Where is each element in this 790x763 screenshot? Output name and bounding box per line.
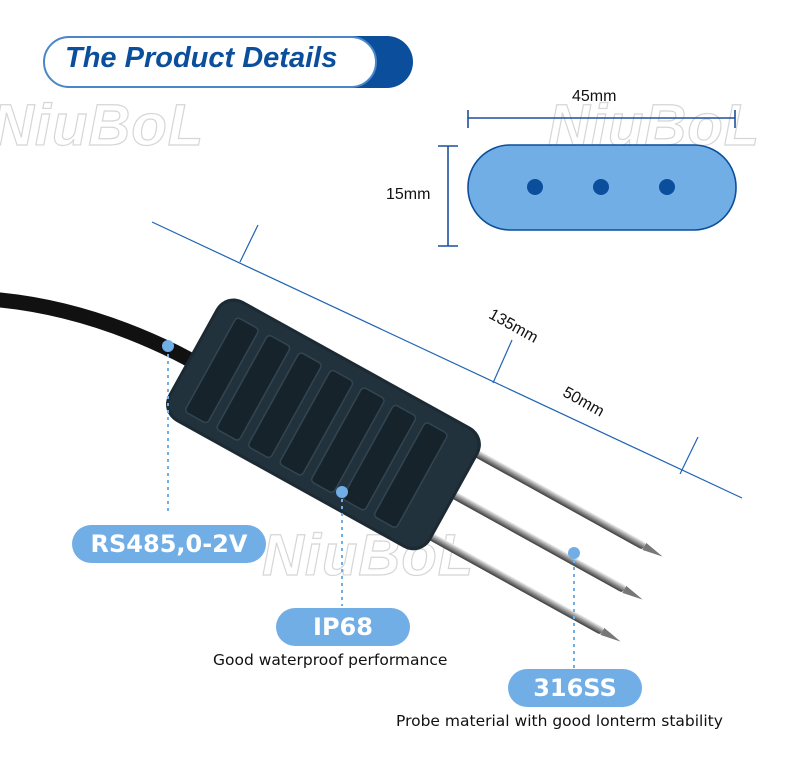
pin-hole-icon [659,179,675,195]
watermark-top-left: NiuBoL [0,92,205,158]
pin-hole-icon [527,179,543,195]
watermark-middle: NiuBoL [261,522,475,588]
callout-dot-icon [336,486,348,498]
probe-cross-section [467,144,737,231]
ip-rating-tag: IP68 [276,608,410,646]
height-dimension-line [438,145,458,247]
length-dimension-line [151,221,743,499]
callout-dot-icon [568,547,580,559]
sensor-body [165,298,481,551]
ip-rating-caption: Good waterproof performance [213,651,448,669]
height-label: 15mm [386,186,431,203]
callout-dot-icon [162,340,174,352]
callout-leaders [162,340,580,668]
title-banner-frame [43,36,377,88]
width-label: 45mm [572,88,617,105]
section-title-banner: The Product Details [43,36,413,88]
sensor-cable [0,292,208,373]
output-signal-tag: RS485,0-2V [72,525,266,563]
probe-material-tag: 316SS [508,669,642,707]
width-dimension-line [467,110,736,128]
page-title: The Product Details [65,42,338,74]
steel-probes [422,444,663,642]
pin-hole-icon [593,179,609,195]
probe-material-caption: Probe material with good lonterm stabili… [396,712,723,730]
